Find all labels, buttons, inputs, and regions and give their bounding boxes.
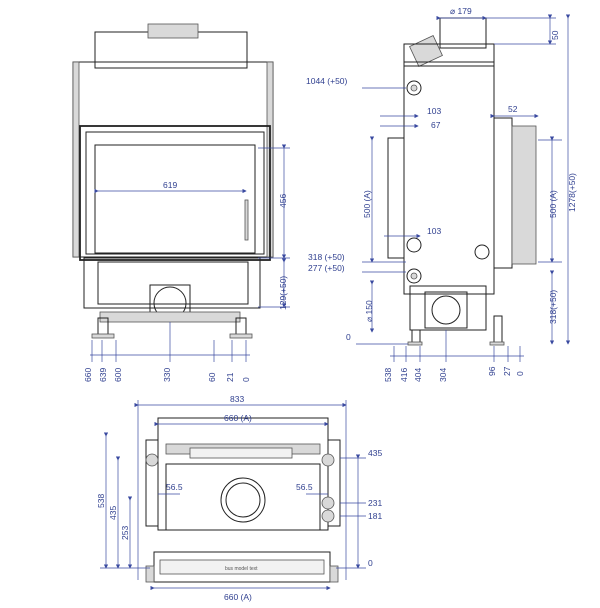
plan-right-181: 181 bbox=[368, 511, 382, 521]
front-view bbox=[72, 23, 274, 339]
side-total-height: 1278(+50) bbox=[567, 173, 577, 212]
side-dim-52: 52 bbox=[508, 104, 518, 114]
side-right-318: 318(+50) bbox=[548, 290, 558, 324]
side-bottom-label-5: 27 bbox=[502, 366, 512, 376]
front-width-label: 619 bbox=[163, 180, 177, 190]
front-dimensions: 619 456 129(+50) 660 639 600 330 60 21 0 bbox=[83, 144, 290, 382]
front-bottom-label-4: 60 bbox=[207, 372, 217, 382]
plan-right-435: 435 bbox=[368, 448, 382, 458]
front-bottom-label-5: 21 bbox=[225, 372, 235, 382]
plan-right-56: 56.5 bbox=[296, 482, 313, 492]
side-bottom-label-0: 538 bbox=[383, 368, 393, 382]
side-top-label: ⌀ 179 bbox=[450, 6, 472, 16]
plan-right-0: 0 bbox=[368, 558, 373, 568]
plan-left-538: 538 bbox=[96, 494, 106, 508]
plan-inner-width-bottom: 660 (A) bbox=[224, 592, 252, 602]
side-dim-103-top: 103 bbox=[427, 106, 441, 116]
plan-dimensions: 833 660 (A) 56.5 56.5 538 435 253 435 23… bbox=[96, 394, 382, 602]
side-bottom-label-1: 416 bbox=[399, 368, 409, 382]
plan-inner-width-top: 660 (A) bbox=[224, 413, 252, 423]
plan-left-56: 56.5 bbox=[166, 482, 183, 492]
side-top-right-label: 50 bbox=[550, 30, 560, 40]
side-bottom-label-6: 0 bbox=[515, 371, 525, 376]
side-dim-67: 67 bbox=[431, 120, 441, 130]
front-bottom-label-0: 660 bbox=[83, 368, 93, 382]
plan-overall-width: 833 bbox=[230, 394, 244, 404]
front-lower-label: 129(+50) bbox=[278, 276, 288, 310]
plan-plate-text: bus model text bbox=[225, 566, 258, 572]
side-bottom-label-2: 404 bbox=[413, 368, 423, 382]
side-conn-277: 277 (+50) bbox=[308, 263, 345, 273]
front-bottom-label-1: 639 bbox=[98, 368, 108, 382]
side-dimensions: ⌀ 179 50 1278(+50) 1044 (+50) 103 67 52 … bbox=[306, 6, 577, 382]
plan-left-435: 435 bbox=[108, 506, 118, 520]
side-view bbox=[387, 17, 537, 346]
plan-view: bus model text bbox=[145, 417, 341, 583]
front-bottom-label-3: 330 bbox=[162, 368, 172, 382]
side-right-500: 500 (A) bbox=[548, 190, 558, 218]
plan-right-231: 231 bbox=[368, 498, 382, 508]
side-left-500: 500 (A) bbox=[362, 190, 372, 218]
side-conn-upper: 1044 (+50) bbox=[306, 76, 348, 86]
side-dim-103-low: 103 bbox=[427, 226, 441, 236]
side-dia-150: ⌀ 150 bbox=[364, 300, 374, 322]
front-bottom-label-2: 600 bbox=[113, 368, 123, 382]
plan-left-253: 253 bbox=[120, 526, 130, 540]
side-bottom-label-4: 96 bbox=[487, 366, 497, 376]
side-conn-318: 318 (+50) bbox=[308, 252, 345, 262]
side-zero-left: 0 bbox=[346, 332, 351, 342]
front-height-label: 456 bbox=[278, 194, 288, 208]
side-bottom-label-3: 304 bbox=[438, 368, 448, 382]
front-bottom-label-6: 0 bbox=[241, 377, 251, 382]
